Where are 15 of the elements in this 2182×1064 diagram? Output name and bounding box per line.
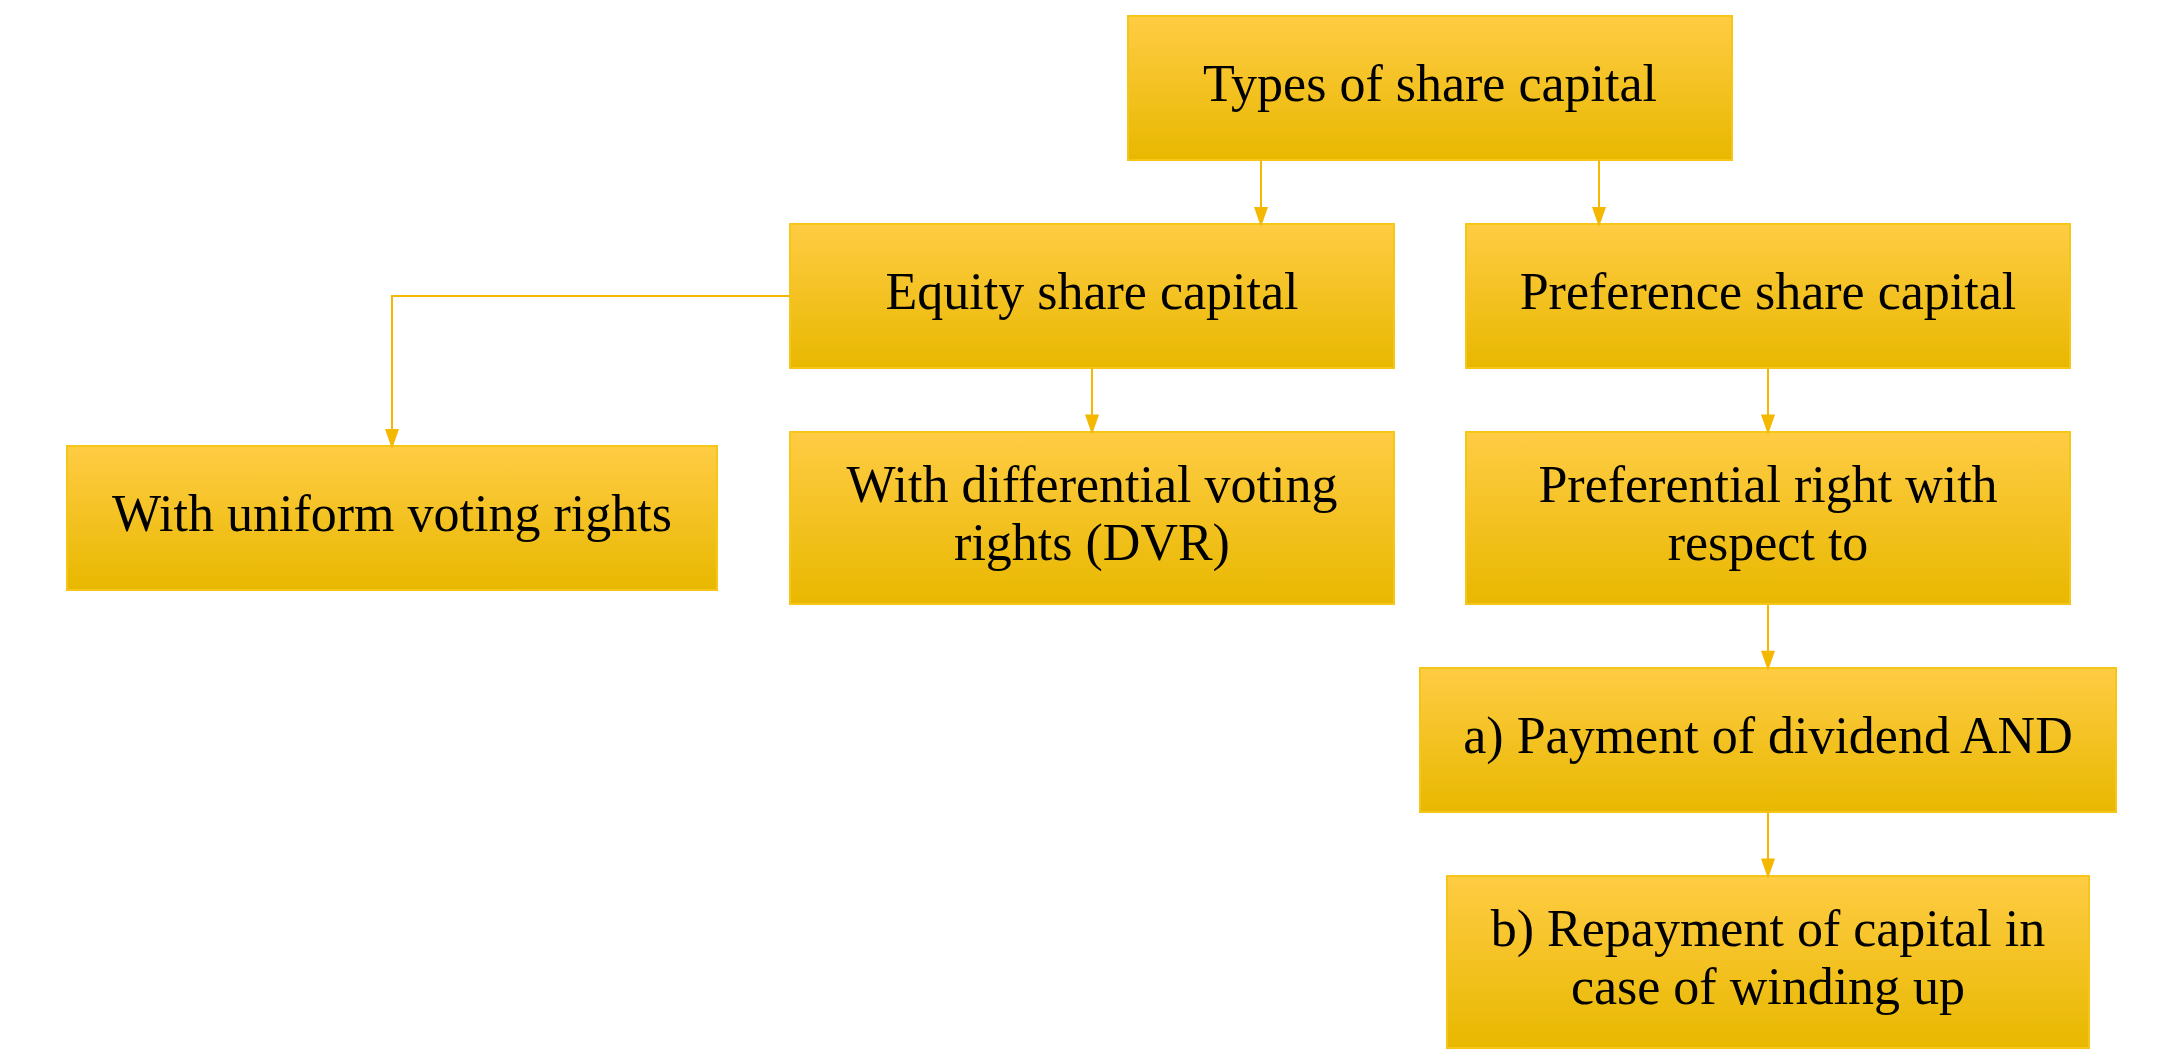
node-box: Preferential right with respect to [1464,431,2071,605]
node-box: With uniform voting rights [65,445,718,591]
node-box: Equity share capital [788,223,1395,369]
arrow [1591,159,1606,227]
node-box: b) Repayment of capital in case of winding up [1445,875,2090,1049]
node-box: Types of share capital [1126,15,1733,161]
arrow [1253,159,1268,227]
arrow [1760,811,1775,879]
node-box: a) Payment of dividend AND [1418,667,2117,813]
node-box: With differential voting rights (DVR) [788,431,1395,605]
arrow [1760,367,1775,435]
arrow [1084,367,1099,435]
arrow [384,295,791,449]
arrow [1760,603,1775,671]
node-box: Preference share capital [1464,223,2071,369]
